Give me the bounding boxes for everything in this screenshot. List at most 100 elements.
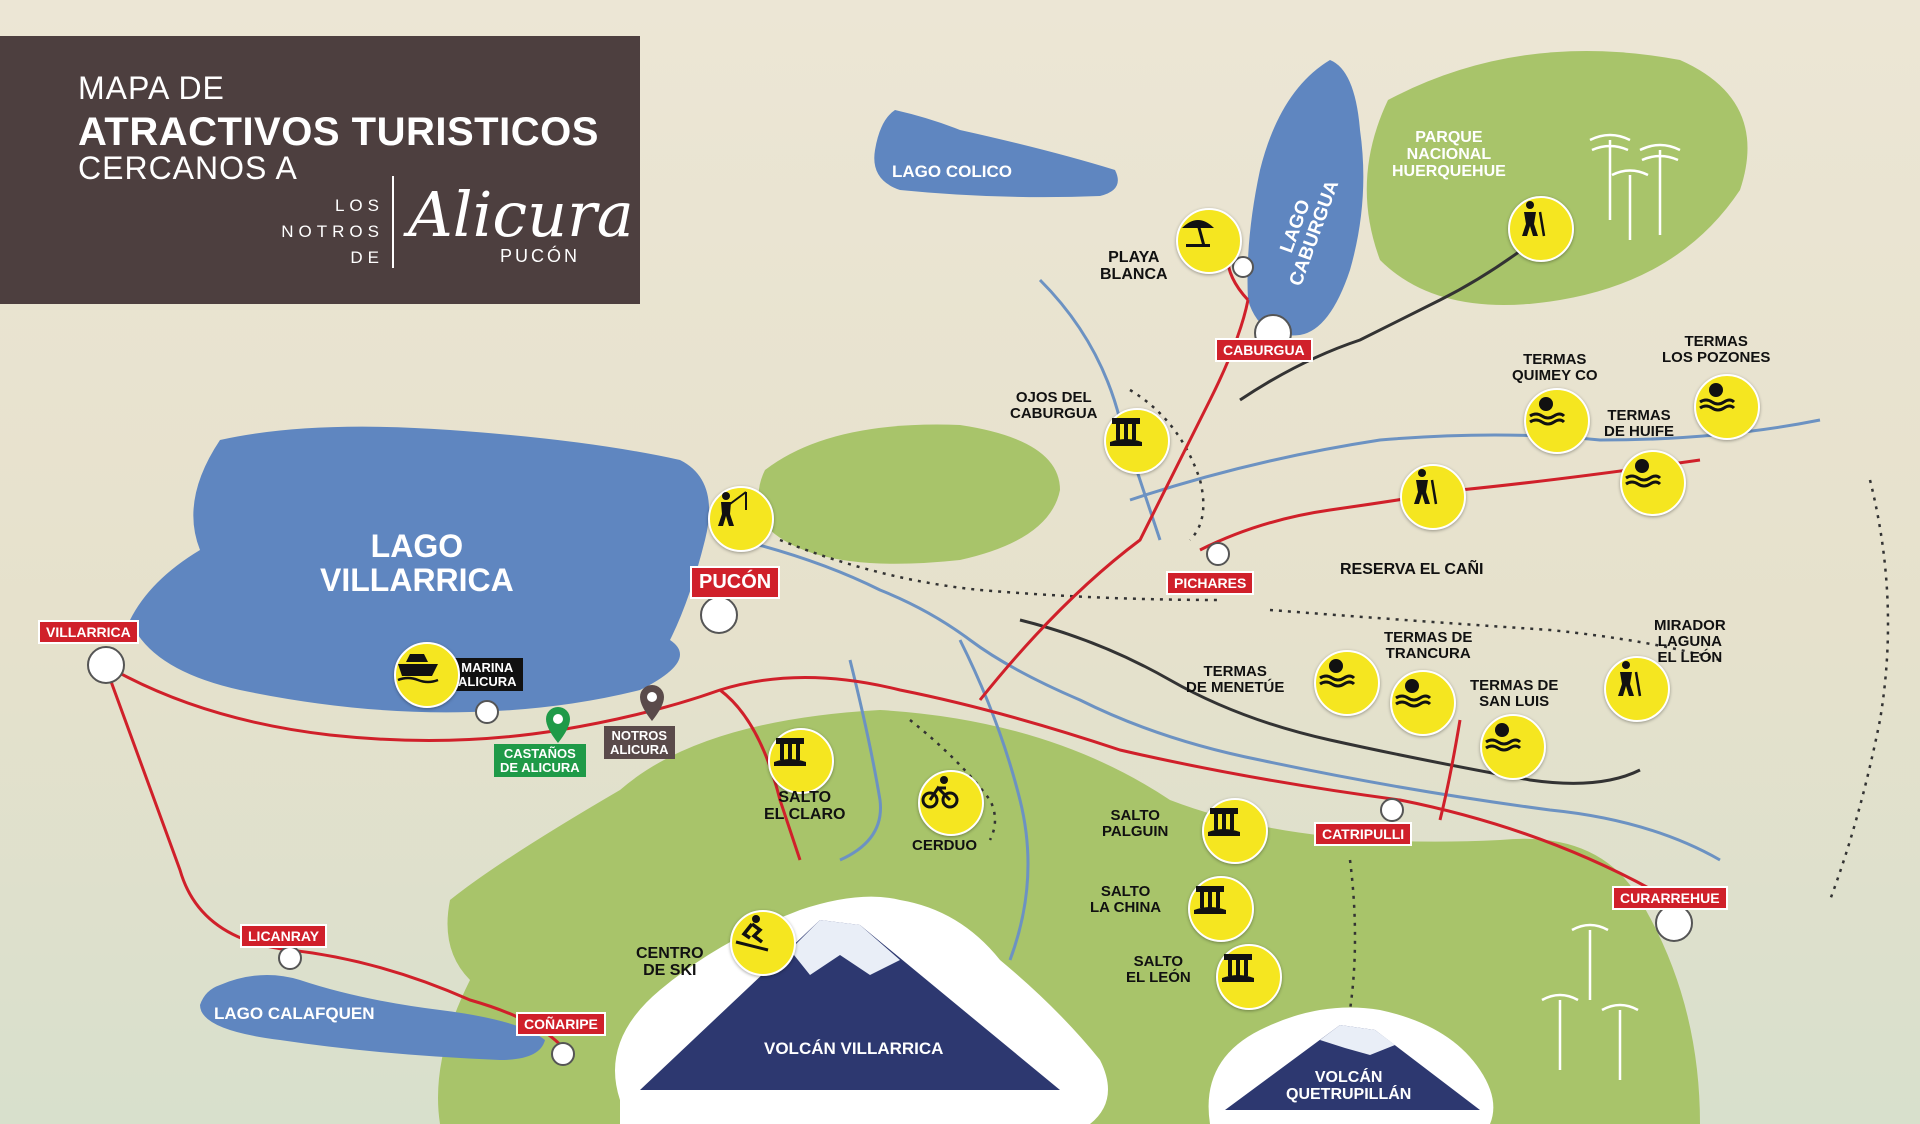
hot-springs-icon: [1529, 397, 1566, 426]
quetrupillan-label-2: QUETRUPILLÁN: [1286, 1085, 1412, 1103]
town-tag-pucon[interactable]: PUCÓN: [690, 566, 781, 599]
salto-palguin-label: SALTO PALGUIN: [1102, 808, 1168, 840]
araucaria-trees: [1541, 133, 1681, 1080]
town-tag-curarrehue[interactable]: CURARREHUE: [1612, 886, 1728, 910]
reserva-el-cani-poi[interactable]: [1400, 464, 1466, 530]
place-marker-marina[interactable]: [475, 700, 499, 724]
lakes: [130, 60, 1364, 1060]
mirador-label-3: EL LEÓN: [1657, 648, 1723, 666]
parque-label-2: NACIONAL: [1406, 145, 1492, 163]
waterfall-icon: [1222, 954, 1254, 982]
brand-divider: [392, 176, 394, 268]
town-tag-caburgua[interactable]: CABURGUA: [1215, 338, 1313, 362]
town-tag-conaripe[interactable]: COÑARIPE: [516, 1012, 606, 1036]
centro-de-ski-poi[interactable]: [730, 910, 796, 976]
lake-calafquen-label: LAGO CALAFQUEN: [214, 1004, 375, 1023]
town-marker-villarrica[interactable]: [87, 646, 125, 684]
lake-colico-label: LAGO COLICO: [892, 162, 1012, 181]
notros-tag-line-1: NOTROS: [611, 728, 668, 743]
salto-el-claro-poi[interactable]: [768, 728, 834, 794]
menetue-label: TERMAS DE MENETÚE: [1186, 664, 1284, 696]
playa-label-1: PLAYA: [1108, 249, 1160, 266]
hot-springs-icon: [1319, 659, 1356, 688]
salto-el-leon-label: SALTO EL LEÓN: [1126, 954, 1191, 986]
palguin-label-2: PALGUIN: [1102, 822, 1169, 840]
hiker-icon: [1414, 469, 1438, 505]
gravel-road: [1019, 618, 1641, 785]
termas-quimey-co-poi[interactable]: [1524, 388, 1590, 454]
river-cerduo: [958, 639, 1030, 961]
termas-los-pozones-poi[interactable]: [1694, 374, 1760, 440]
huife-label-2: DE HUIFE: [1604, 422, 1675, 440]
marina-alicura-tag[interactable]: MARINA ALICURA: [452, 658, 523, 692]
salto-el-leon-poi[interactable]: [1216, 944, 1282, 1010]
trancura-label-2: TRANCURA: [1385, 644, 1471, 662]
hot-springs-icon: [1485, 723, 1522, 752]
town-marker-pucon[interactable]: [700, 596, 738, 634]
huerquehue-poi[interactable]: [1508, 196, 1574, 262]
ojos-caburgua-label: OJOS DEL CABURGUA: [1010, 390, 1098, 422]
marina-tag-line-1: MARINA: [461, 660, 514, 675]
town-marker-catripulli[interactable]: [1380, 798, 1404, 822]
brand-los: LOS: [334, 196, 384, 215]
ojos-caburgua-poi[interactable]: [1104, 408, 1170, 474]
playa-blanca-poi[interactable]: [1176, 208, 1242, 274]
hot-springs-icon: [1625, 459, 1662, 488]
title-line-3: CERCANOS A: [78, 150, 298, 186]
playa-blanca-label: PLAYA BLANCA: [1100, 249, 1168, 284]
pesca-poi[interactable]: [708, 486, 774, 552]
waterfall-icon: [1110, 418, 1142, 446]
termas-menetue-poi[interactable]: [1314, 650, 1380, 716]
salto-la-china-poi[interactable]: [1188, 876, 1254, 942]
trancura-label-1: TERMAS DE: [1384, 629, 1473, 646]
town-tag-catripulli[interactable]: CATRIPULLI: [1314, 822, 1413, 846]
road-huerquehue: [1239, 218, 1561, 402]
castanos-tag-line-2: DE ALICURA: [500, 759, 580, 775]
termas-huife-poi[interactable]: [1620, 450, 1686, 516]
quimey-label-2: QUIMEY CO: [1512, 366, 1598, 384]
town-tag-villarrica[interactable]: VILLARRICA: [38, 620, 139, 644]
town-marker-pichares[interactable]: [1206, 542, 1230, 566]
hiker-icon: [1522, 201, 1546, 237]
termas-san-luis-poi[interactable]: [1480, 714, 1546, 780]
hot-springs-icon: [1395, 679, 1432, 708]
mirador-laguna-el-leon-poi[interactable]: [1604, 656, 1670, 722]
brand-city: PUCÓN: [500, 246, 581, 266]
volcan-villarrica-label: VOLCÁN VILLARRICA: [764, 1039, 944, 1058]
lake-villarrica-label-1: LAGO: [370, 528, 464, 564]
place-marker-playa-blanca[interactable]: [1232, 256, 1254, 278]
reserva-label: RESERVA EL CAÑI: [1340, 561, 1484, 578]
san-luis-label-1: TERMAS DE: [1470, 677, 1559, 694]
los-pozones-label: TERMAS LOS POZONES: [1662, 334, 1770, 366]
location-pin-icon[interactable]: [638, 684, 666, 722]
town-marker-conaripe[interactable]: [551, 1042, 575, 1066]
notros-alicura-tag[interactable]: NOTROS ALICURA: [604, 726, 675, 760]
salto-palguin-poi[interactable]: [1202, 798, 1268, 864]
notros-tag-line-2: ALICURA: [610, 741, 669, 757]
road-trancura: [1438, 719, 1462, 821]
location-pin-icon[interactable]: [544, 706, 572, 744]
palguin-label-1: SALTO: [1110, 807, 1160, 824]
town-tag-licanray[interactable]: LICANRAY: [240, 924, 328, 948]
fisherman-icon: [718, 491, 747, 526]
mirador-label-2: LAGUNA: [1657, 632, 1722, 650]
termas-trancura-poi[interactable]: [1390, 670, 1456, 736]
trancura-label: TERMAS DE TRANCURA: [1384, 630, 1472, 662]
parque-label-1: PARQUE: [1415, 129, 1483, 146]
road-pucon-ski: [719, 688, 802, 861]
cerduo-poi[interactable]: [918, 770, 984, 836]
waterfall-icon: [774, 738, 806, 766]
town-tag-pichares[interactable]: PICHARES: [1166, 571, 1255, 595]
town-marker-licanray[interactable]: [278, 946, 302, 970]
pozones-label-2: LOS POZONES: [1662, 348, 1771, 366]
hot-springs-icon: [1699, 383, 1736, 412]
forest-central: [758, 424, 1060, 564]
brand-notros: NOTROS: [281, 222, 384, 241]
lake-caburgua: [1247, 60, 1364, 336]
river-claro: [839, 659, 882, 862]
huife-label-1: TERMAS: [1607, 407, 1671, 424]
castanos-alicura-tag[interactable]: CASTAÑOS DE ALICURA: [494, 744, 586, 778]
lake-colico: [874, 110, 1118, 198]
marina-alicura-poi[interactable]: [394, 642, 460, 708]
centro-ski-label: CENTRO DE SKI: [636, 945, 704, 980]
